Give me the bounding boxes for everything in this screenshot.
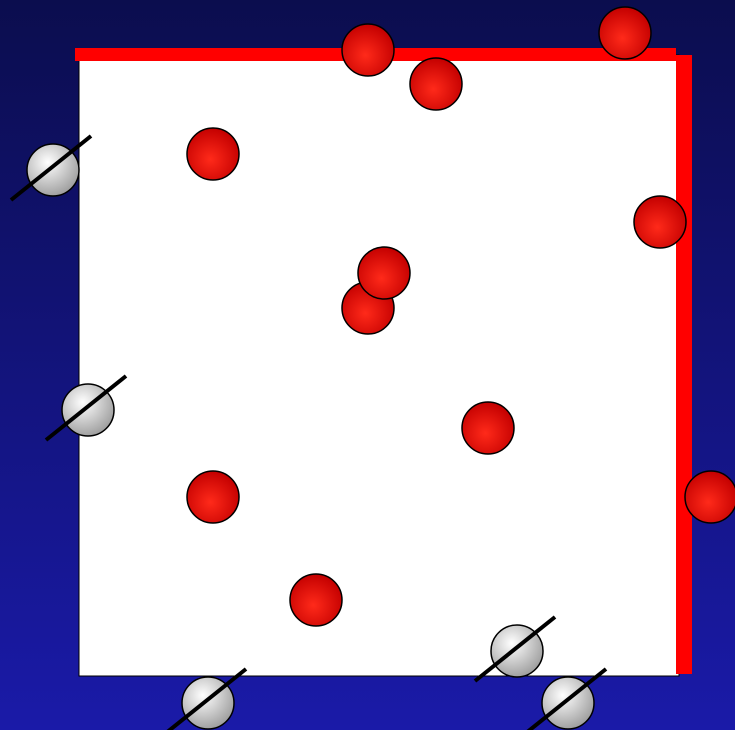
red-ball-icon <box>599 7 651 59</box>
red-ball-icon <box>342 24 394 76</box>
red-ball-icon <box>358 247 410 299</box>
container-box <box>79 55 679 676</box>
red-ball-icon <box>634 196 686 248</box>
right-wall <box>676 55 692 674</box>
red-ball-icon <box>685 471 735 523</box>
red-ball-icon <box>187 471 239 523</box>
red-ball-icon <box>462 402 514 454</box>
red-ball-icon <box>187 128 239 180</box>
red-ball-icon <box>410 58 462 110</box>
red-ball-icon <box>290 574 342 626</box>
